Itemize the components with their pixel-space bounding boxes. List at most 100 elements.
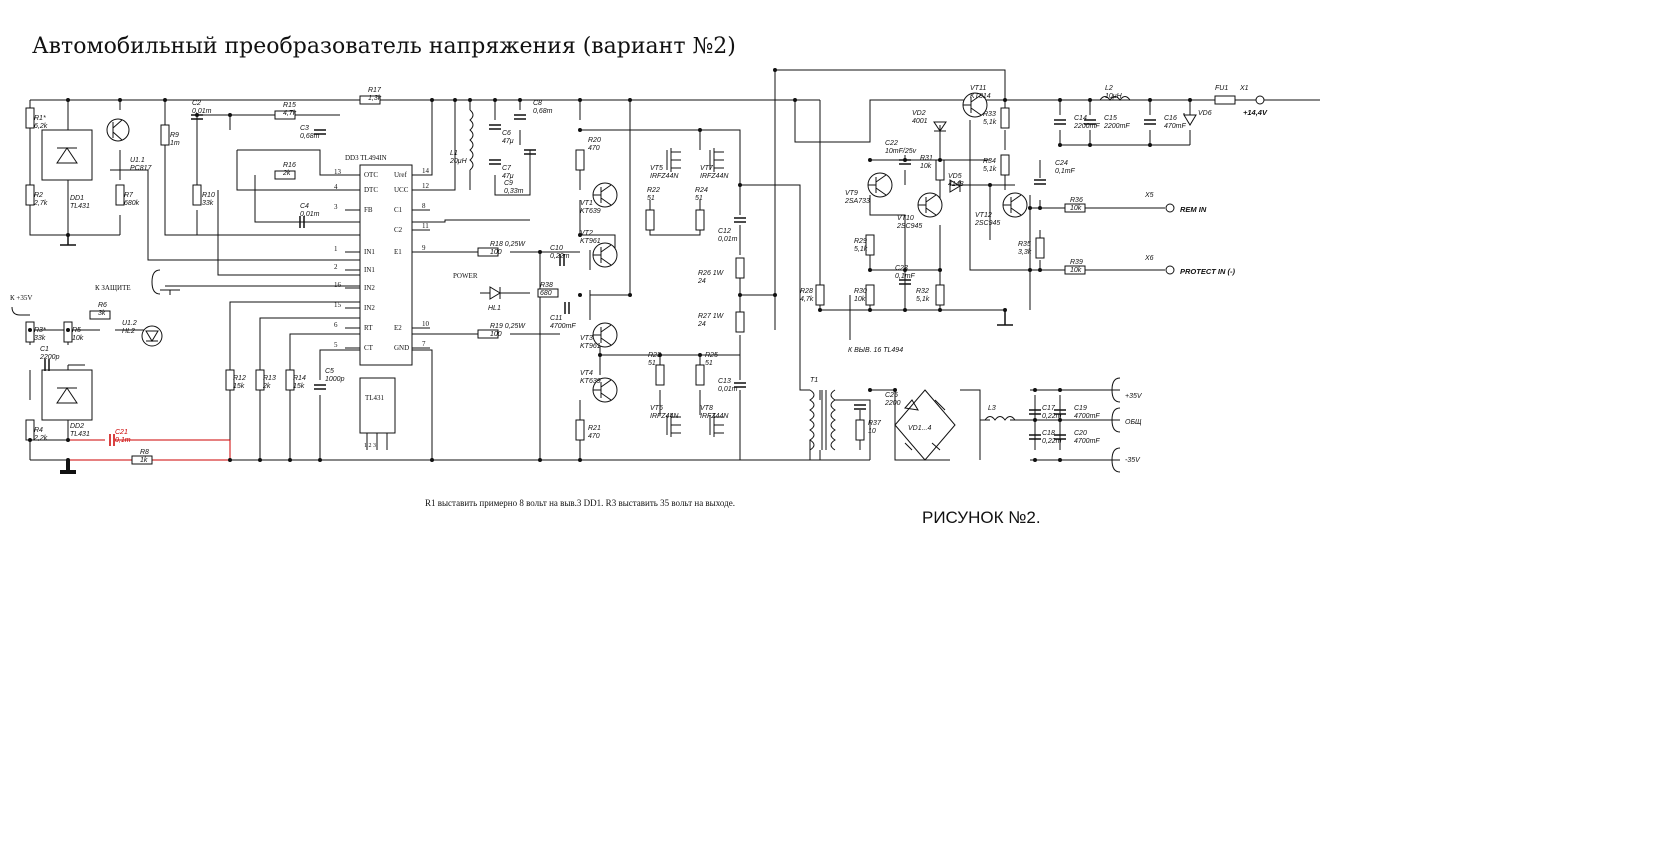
ic-pin-number: 1	[334, 245, 338, 253]
junction-dot	[118, 98, 122, 102]
resistor-r31	[935, 159, 945, 181]
capacitor-ref: C23	[895, 265, 908, 272]
junction-dot	[578, 293, 582, 297]
capacitor-value: 0,68m	[300, 133, 320, 140]
capacitor-ref: C18	[1042, 430, 1055, 437]
ic-pin-number: 7	[422, 340, 426, 348]
label-u11-value: PC817	[130, 165, 153, 172]
junction-dot	[578, 458, 582, 462]
label-dd2-ref: DD2	[70, 423, 84, 430]
transistor-ref: VT10	[897, 215, 914, 222]
junction-dot	[195, 113, 199, 117]
junction-dot	[578, 98, 582, 102]
capacitor-ref: C13	[718, 378, 731, 385]
resistor-ref: R39	[1070, 259, 1083, 266]
resistor-value: 51	[705, 360, 713, 367]
ic-pin-label: CT	[364, 344, 374, 352]
junction-dot	[1058, 98, 1062, 102]
resistor-r20	[575, 149, 585, 171]
resistor-value: 2,7k	[33, 200, 48, 207]
junction-dot	[1148, 143, 1152, 147]
transistor-ref: VT12	[975, 212, 992, 219]
junction-dot	[288, 458, 292, 462]
junction-dot	[868, 268, 872, 272]
transistor-ref: VT1	[580, 200, 593, 207]
label-vd2-ref: VD2	[912, 110, 926, 117]
ic-pin-number: 12	[422, 182, 430, 190]
tl431-package: TL431 1 2 3	[359, 377, 396, 450]
resistor-r8	[131, 455, 153, 465]
transistor-ref: VT2	[580, 230, 593, 237]
transistor-value: IRFZ44N	[700, 413, 729, 420]
capacitor-value: 4700mF	[550, 323, 576, 330]
transistor-leads	[868, 174, 887, 196]
ic-pin-label: RT	[364, 324, 373, 332]
figure-caption: РИСУНОК №2.	[922, 508, 1041, 527]
resistor-r27	[735, 311, 745, 333]
resistor-ref: R37	[868, 420, 882, 427]
junction-dot	[598, 353, 602, 357]
transistor-value: 2SA733	[844, 198, 870, 205]
capacitor-value: 47μ	[502, 173, 514, 180]
capacitor-value: 10mF/25v	[885, 148, 917, 155]
resistor-value: 3k	[98, 310, 106, 317]
resistor-value: 2,2k	[33, 435, 48, 442]
inductor-l1	[469, 109, 474, 171]
resistor-ref: R25	[705, 352, 718, 359]
ic-pin-number: 9	[422, 244, 426, 252]
transistor-value: KT639	[580, 378, 601, 385]
resistor-ref: R24	[695, 187, 708, 194]
resistor-ref: R20	[588, 137, 601, 144]
ic-pin-label: E2	[394, 324, 402, 332]
resistor-r10	[192, 184, 202, 206]
resistor-value: 33k	[34, 335, 46, 342]
resistor-r6	[89, 310, 111, 320]
resistor-value: 100	[490, 249, 502, 256]
capacitor-value: 0,33m	[504, 188, 524, 195]
ic-pin-label: IN2	[364, 284, 375, 292]
junction-dot	[738, 293, 742, 297]
resistor-ref: R10	[202, 192, 215, 199]
junction-dot	[1188, 98, 1192, 102]
resistor-ref: R28	[800, 288, 813, 295]
resistors: R171,3kR1*6,2kR22,7kR7680kR91mR1033kR154…	[25, 87, 1086, 465]
capacitor-ref: C10	[550, 245, 563, 252]
label-out-minus: -35V	[1125, 457, 1141, 464]
resistor-r35	[1035, 237, 1045, 259]
junction-dot	[698, 353, 702, 357]
capacitor-ref: C2	[192, 100, 201, 107]
resistor-value: 4,7k	[800, 296, 814, 303]
capacitor-value: 470mF	[1164, 123, 1187, 130]
resistor-value: 100	[490, 331, 502, 338]
transformer-t1	[809, 389, 836, 451]
component-labels: DD1TL431DD2TL431U1.1PC817U1.2HL2L120μHHL…	[70, 85, 1268, 438]
junction-dot	[430, 458, 434, 462]
capacitor-value: 0,1mF	[895, 273, 916, 280]
capacitor-ref: C11	[550, 315, 562, 322]
junction-dot	[66, 328, 70, 332]
resistor-r19	[477, 329, 499, 339]
capacitor-value: 4700mF	[1074, 413, 1100, 420]
ic-pin-number: 16	[334, 281, 342, 289]
resistor-value: 5,1k	[983, 166, 997, 173]
junction-dot	[903, 158, 907, 162]
capacitor-ref: C5	[325, 368, 334, 375]
capacitors: C20,01mC30,68mC40,01mC647μC747μC80,68mC9…	[39, 100, 1187, 446]
label-vd6-ref: VD6	[1198, 110, 1212, 117]
resistor-ref: R32	[916, 288, 929, 295]
transistor-ref: VT3	[580, 335, 593, 342]
capacitor-ref: C4	[300, 203, 309, 210]
label-u11-ref: U1.1	[130, 157, 145, 164]
optocoupler-u11	[106, 118, 130, 142]
resistor-ref: R14	[293, 375, 306, 382]
ic-pin-label: IN1	[364, 266, 375, 274]
label-hl1-value: POWER	[453, 272, 478, 280]
resistor-value: 10k	[920, 163, 932, 170]
label-l2-ref: L2	[1105, 85, 1113, 92]
transistor-leads	[593, 324, 612, 346]
label-dd2-value: TL431	[70, 431, 90, 438]
transistor-ref: VT6	[650, 405, 663, 412]
